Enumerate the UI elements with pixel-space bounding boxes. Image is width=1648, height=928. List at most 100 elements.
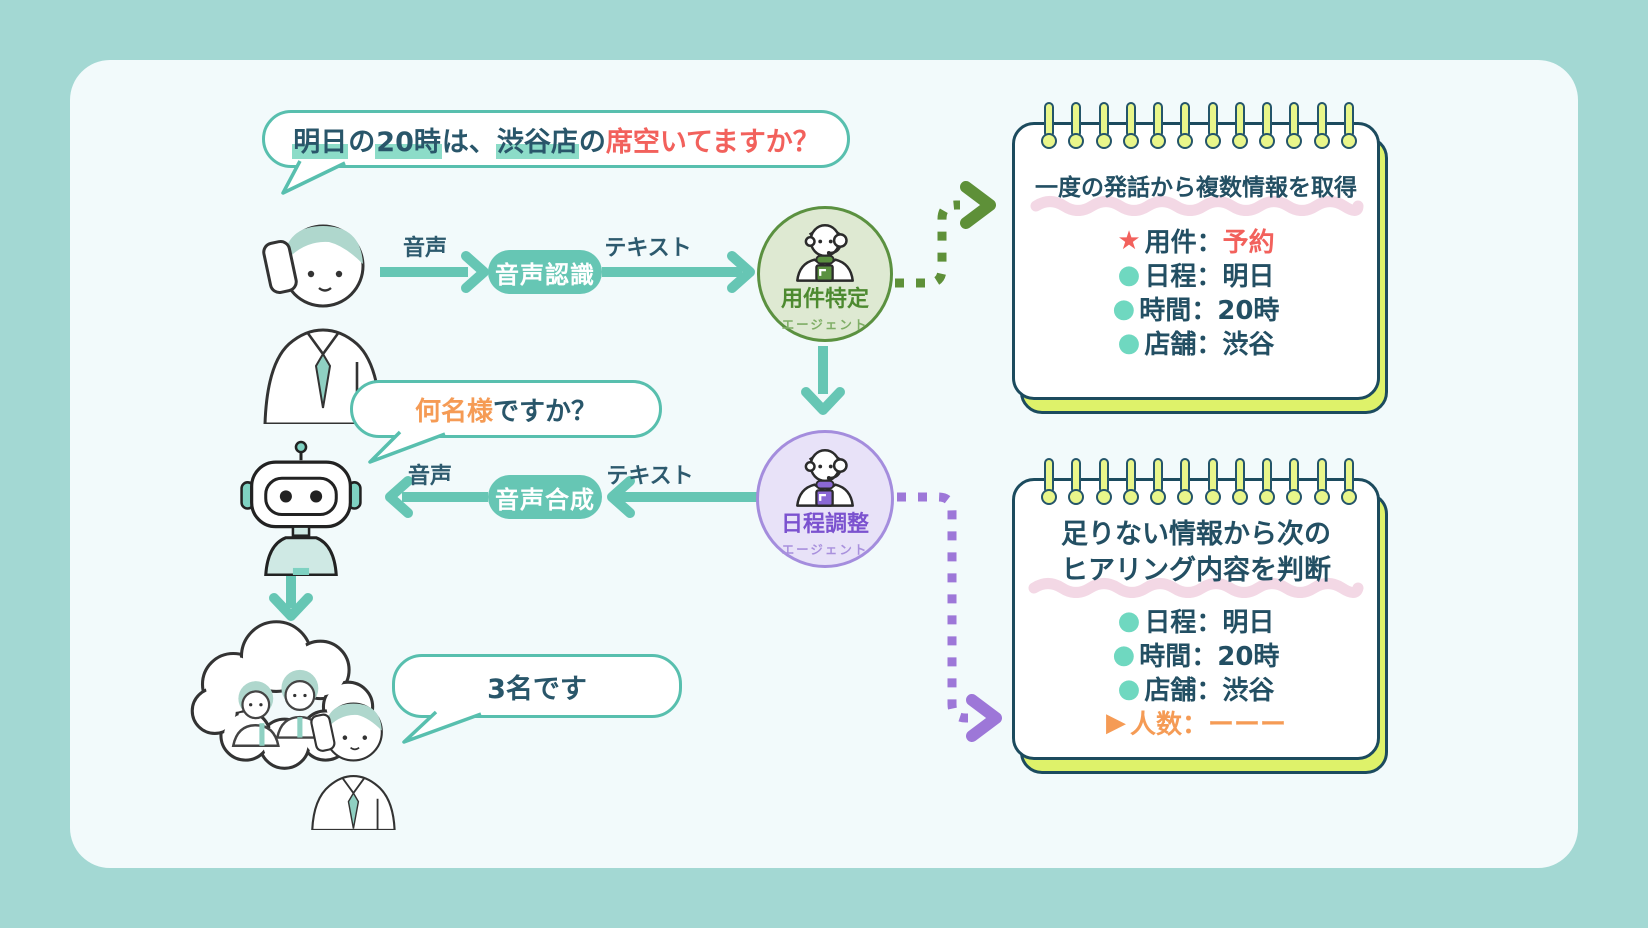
asr-pill: 音声認識 xyxy=(488,250,602,294)
notepad-item: ● 店舗： 渋谷 xyxy=(1012,324,1380,361)
binding-ring-icon xyxy=(1180,102,1191,138)
schedule-agent-circle: 日程調整 エージェント xyxy=(756,430,894,568)
bubble-text: の xyxy=(348,126,376,158)
schedule-agent-role: エージェント xyxy=(781,542,869,557)
item-label: 時間： xyxy=(1139,296,1218,326)
item-value: 20時 xyxy=(1217,296,1280,326)
dot-bullet-icon: ● xyxy=(1117,259,1141,290)
intent-agent-role: エージェント xyxy=(781,317,869,332)
binding-ring-icon xyxy=(1098,102,1109,138)
notepad1-title: 一度の発話から複数情報を取得 xyxy=(1035,175,1357,201)
binding-ring-icon xyxy=(1207,458,1218,494)
triangle-bullet-icon: ▶ xyxy=(1105,707,1126,738)
item-value: 明日 xyxy=(1222,262,1275,292)
customer-illustration xyxy=(310,702,396,830)
binding-ring-icon xyxy=(1262,458,1273,494)
notepad-item: ● 日程： 明日 xyxy=(1012,602,1380,639)
item-value: 予約 xyxy=(1222,228,1275,258)
notepad2-title-line2: ヒアリング内容を判断 xyxy=(1061,555,1331,586)
bot-question-bubble: 何名様ですか？ xyxy=(350,380,662,438)
bot-bubble-tail xyxy=(368,430,446,464)
item-value: ーーー xyxy=(1208,710,1287,740)
cloud-person-1 xyxy=(231,681,280,747)
binding-ring-icon xyxy=(1234,102,1245,138)
binding-ring-icon xyxy=(1289,458,1300,494)
dot-bullet-icon: ● xyxy=(1112,639,1136,670)
binding-ring-icon xyxy=(1125,102,1136,138)
binding-ring-icon xyxy=(1234,458,1245,494)
dot-bullet-icon: ● xyxy=(1117,605,1141,636)
item-label: 日程： xyxy=(1144,608,1223,638)
binding-ring-icon xyxy=(1343,458,1354,494)
robot-icon xyxy=(240,440,362,576)
spiral-binding xyxy=(1044,102,1354,138)
operator-icon xyxy=(796,224,854,282)
item-label: 用件： xyxy=(1144,228,1223,258)
binding-ring-icon xyxy=(1125,458,1136,494)
voice-label-top: 音声 xyxy=(402,236,447,261)
intent-agent-circle: 用件特定 エージェント xyxy=(757,206,893,342)
notepad-item: ★ 用件： 予約 xyxy=(1012,222,1380,259)
binding-ring-icon xyxy=(1153,102,1164,138)
binding-ring-icon xyxy=(1343,102,1354,138)
tts-pill: 音声合成 xyxy=(488,475,602,519)
binding-ring-icon xyxy=(1180,458,1191,494)
highlight-time: 20時 xyxy=(375,119,442,159)
customer-answer-bubble: 3名です xyxy=(392,654,682,718)
highlight-store: 渋谷店 xyxy=(495,119,579,159)
binding-ring-icon xyxy=(1071,102,1082,138)
notepad2-title-line1: 足りない情報から次の xyxy=(1061,519,1331,550)
item-label: 時間： xyxy=(1139,642,1218,672)
item-label: 日程： xyxy=(1144,262,1223,292)
notepad-item: ● 店舗： 渋谷 xyxy=(1012,670,1380,707)
schedule-agent-name: 日程調整 xyxy=(780,512,869,537)
text-label-bottom: テキスト xyxy=(606,464,694,489)
notepad-card xyxy=(1012,122,1380,400)
spiral-binding xyxy=(1044,458,1354,494)
item-value: 20時 xyxy=(1217,642,1280,672)
bubble-text: 3名です xyxy=(487,673,587,705)
dot-bullet-icon: ● xyxy=(1117,327,1141,358)
notepad-hearing-result: 足りない情報から次の ヒアリング内容を判断 ● 日程： 明日 ● 時間： 20時… xyxy=(1012,458,1388,774)
intent-agent-name: 用件特定 xyxy=(780,287,869,312)
bubble-text: ですか？ xyxy=(493,396,598,427)
binding-ring-icon xyxy=(1098,458,1109,494)
bubble-question-text: 席空いてますか？ xyxy=(605,126,820,158)
item-value: 明日 xyxy=(1222,608,1275,638)
notepad-item: ● 時間： 20時 xyxy=(1012,290,1380,327)
operator-icon xyxy=(796,449,854,507)
notepad-item: ● 日程： 明日 xyxy=(1012,256,1380,293)
pink-wave-underline xyxy=(1030,196,1364,216)
voice-label-bottom: 音声 xyxy=(407,464,452,489)
notepad-item: ● 時間： 20時 xyxy=(1012,636,1380,673)
binding-ring-icon xyxy=(1153,458,1164,494)
binding-ring-icon xyxy=(1262,102,1273,138)
notepad-intent-result: 一度の発話から複数情報を取得 ★ 用件： 予約 ● 日程： 明日 ● 時間： 2… xyxy=(1012,102,1388,414)
text-label-top: テキスト xyxy=(604,236,692,261)
item-value: 渋谷 xyxy=(1222,676,1275,706)
binding-ring-icon xyxy=(1044,102,1054,138)
caller-bubble-tail xyxy=(281,160,346,195)
dot-bullet-icon: ● xyxy=(1117,673,1141,704)
highlight-date: 明日 xyxy=(292,119,349,159)
bubble-text: は、 xyxy=(441,126,496,158)
item-value: 渋谷 xyxy=(1222,330,1275,360)
binding-ring-icon xyxy=(1289,102,1300,138)
binding-ring-icon xyxy=(1316,102,1327,138)
caller-illustration xyxy=(262,224,383,424)
binding-ring-icon xyxy=(1316,458,1327,494)
item-label: 店舗： xyxy=(1144,330,1223,360)
item-label: 店舗： xyxy=(1144,676,1223,706)
binding-ring-icon xyxy=(1207,102,1218,138)
dot-bullet-icon: ● xyxy=(1112,293,1136,324)
notepad-item: ▶ 人数： ーーー xyxy=(1012,704,1380,741)
bubble-text: の xyxy=(578,126,606,158)
star-bullet-icon: ★ xyxy=(1117,225,1141,256)
bubble-highlight-text: 何名様 xyxy=(414,396,493,427)
binding-ring-icon xyxy=(1071,458,1082,494)
binding-ring-icon xyxy=(1044,458,1054,494)
item-label: 人数： xyxy=(1129,710,1208,740)
customer-bubble-tail xyxy=(402,710,482,744)
